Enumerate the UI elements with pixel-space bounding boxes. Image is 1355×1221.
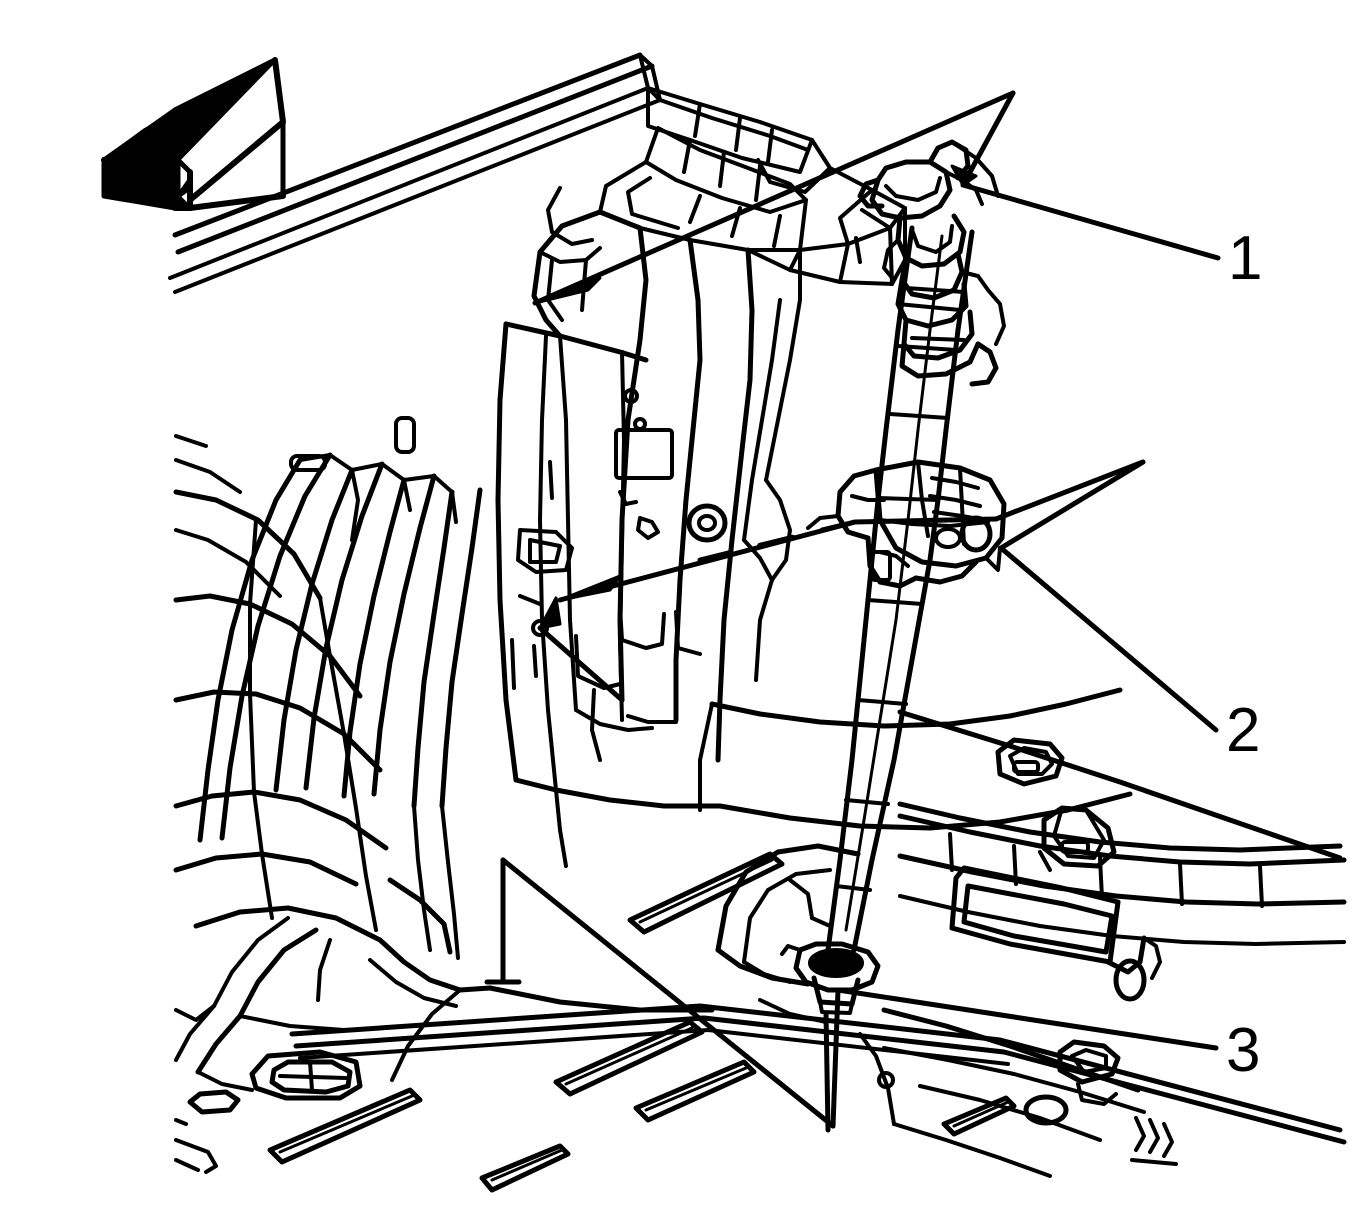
- callout-label-3: 3: [1226, 1016, 1261, 1085]
- leader-lines: [484, 90, 1221, 1129]
- leader-line-1: [532, 90, 1221, 306]
- floor-pan: [174, 687, 1347, 1193]
- b-pillar-inner-panel: [289, 321, 728, 868]
- rocker-panel: [858, 709, 1347, 1178]
- roof-rail-structure: [168, 52, 907, 294]
- callout-label-1: 1: [1228, 224, 1263, 293]
- callout-label-2: 2: [1226, 696, 1261, 765]
- leader-line-3: [484, 857, 1219, 1129]
- front-seat-frame: [173, 434, 493, 1092]
- leader-line-2: [557, 459, 1219, 733]
- line-art-group: [101, 52, 1347, 1193]
